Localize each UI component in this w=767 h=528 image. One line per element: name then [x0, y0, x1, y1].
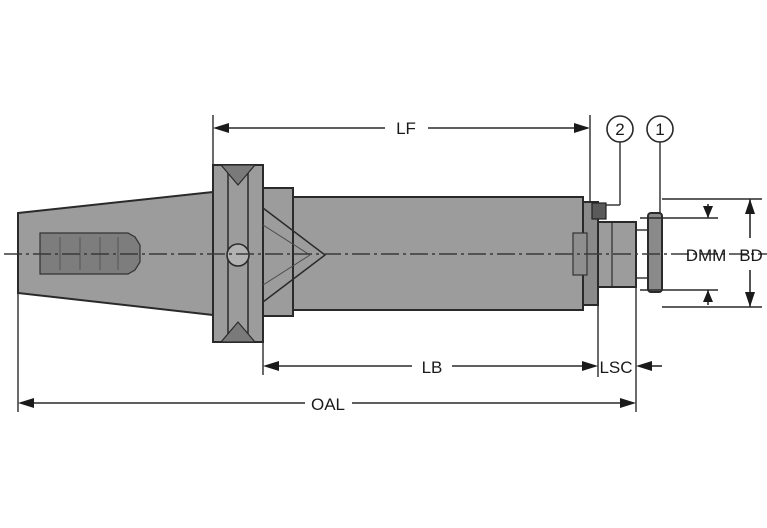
retention-bore	[39, 232, 141, 275]
bd-label: BD	[739, 246, 763, 265]
extension-lines	[17, 115, 762, 412]
callout-1: 1	[646, 115, 674, 213]
oal-arrow-left	[18, 398, 34, 408]
lsc-label: LSC	[599, 358, 632, 377]
internal-cone-line	[262, 207, 327, 303]
dmm-arrow-top	[703, 206, 713, 218]
lsc-arrow	[636, 361, 652, 371]
oal-arrow-right	[620, 398, 636, 408]
drive-key	[591, 202, 607, 220]
dmm-label: DMM	[686, 246, 727, 265]
face-mill-cutter	[647, 212, 663, 293]
callout-1-label: 1	[655, 120, 664, 139]
lb-arrow-right	[582, 361, 598, 371]
cone-hatch-lower	[262, 254, 311, 286]
oal-dimension: OAL	[18, 395, 636, 414]
dmm-dimension: DMM	[686, 204, 727, 305]
callout-2: 2	[606, 115, 634, 206]
v-groove-top	[219, 164, 257, 186]
v-groove-bottom	[219, 321, 257, 343]
lb-label: LB	[422, 358, 443, 377]
lf-label: LF	[396, 119, 416, 138]
lb-arrow-left	[263, 361, 279, 371]
bd-arrow-top	[745, 199, 755, 214]
callout-2-label: 2	[615, 120, 624, 139]
bd-arrow-bottom	[745, 292, 755, 307]
lf-arrow-right	[574, 123, 590, 133]
cone-hatch-upper	[262, 224, 311, 256]
lf-arrow-left	[213, 123, 229, 133]
lsc-dimension: LSC	[599, 358, 662, 377]
oal-label: OAL	[311, 395, 345, 414]
lf-dimension: LF	[213, 119, 590, 138]
lb-dimension: LB	[263, 358, 598, 377]
neck-collar	[262, 187, 294, 317]
bd-dimension: BD	[739, 199, 763, 307]
orientation-notch	[226, 243, 250, 267]
dmm-arrow-bottom	[703, 290, 713, 302]
